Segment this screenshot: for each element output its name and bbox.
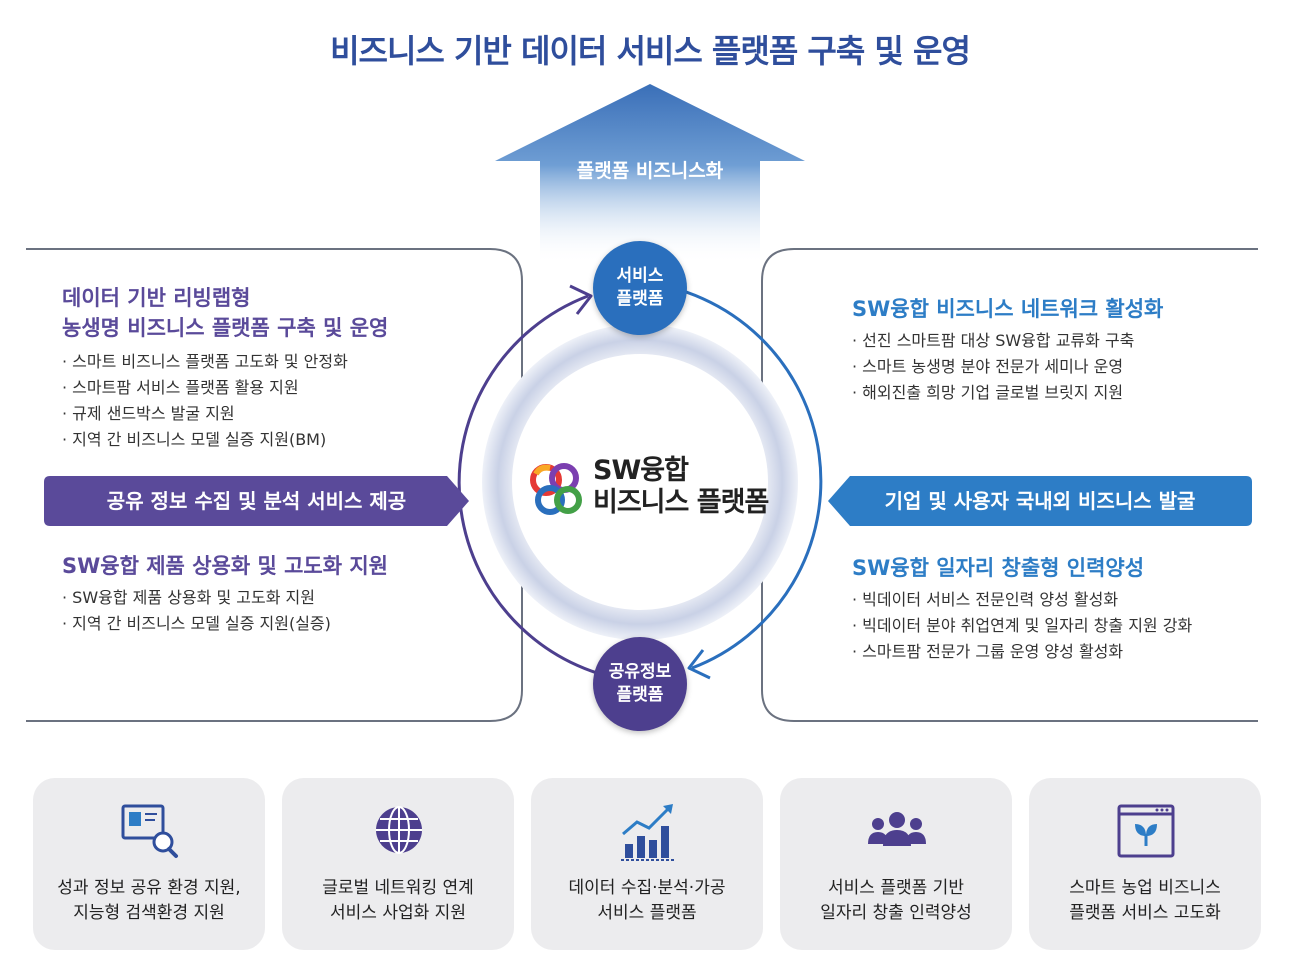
section-title: SW융합 제품 상용화 및 고도화 지원 bbox=[62, 554, 389, 578]
card-label: 데이터 수집·분석·가공 서비스 플랫폼 bbox=[531, 876, 763, 926]
card-label-line2: 서비스 플랫폼 bbox=[597, 903, 697, 923]
page-title: 비즈니스 기반 데이터 서비스 플랫폼 구축 및 운영 bbox=[330, 32, 971, 70]
list-item: 지역 간 비즈니스 모델 실증 지원(BM) bbox=[62, 427, 388, 453]
center-line1: SW융합 bbox=[593, 455, 689, 486]
banner-arrow-shape bbox=[828, 476, 1252, 526]
service-platform-node: 서비스 플랫폼 bbox=[593, 241, 687, 335]
card-label: 스마트 농업 비즈니스 플랫폼 서비스 고도화 bbox=[1029, 876, 1261, 926]
node-label-line2: 플랫폼 bbox=[616, 289, 664, 309]
right-bottom-section: SW융합 일자리 창출형 인력양성 빅데이터 서비스 전문인력 양성 활성화 빅… bbox=[852, 553, 1192, 665]
growth-chart-icon bbox=[621, 804, 675, 861]
document-search-icon bbox=[121, 804, 178, 858]
bullet-list: 선진 스마트팜 대상 SW융합 교류화 구축 스마트 농생명 분야 전문가 세미… bbox=[852, 328, 1163, 406]
card-label-line1: 글로벌 네트워킹 연계 bbox=[322, 878, 474, 898]
card-label: 서비스 플랫폼 기반 일자리 창출 인력양성 bbox=[780, 876, 1012, 926]
card-label-line2: 플랫폼 서비스 고도화 bbox=[1069, 903, 1221, 923]
card-label-line2: 지능형 검색환경 지원 bbox=[73, 903, 225, 923]
left-top-section: 데이터 기반 리빙랩형 농생명 비즈니스 플랫폼 구축 및 운영 스마트 비즈니… bbox=[62, 283, 388, 453]
list-item: 스마트팜 전문가 그룹 운영 양성 활성화 bbox=[852, 639, 1192, 665]
section-title: SW융합 일자리 창출형 인력양성 bbox=[852, 556, 1145, 580]
section-title-line2: 농생명 비즈니스 플랫폼 구축 및 운영 bbox=[62, 316, 389, 340]
section-title-line1: 데이터 기반 리빙랩형 bbox=[62, 286, 251, 310]
bullet-list: 스마트 비즈니스 플랫폼 고도화 및 안정화 스마트팜 서비스 플랫폼 활용 지… bbox=[62, 349, 388, 453]
list-item: 스마트 농생명 분야 전문가 세미나 운영 bbox=[852, 354, 1163, 380]
list-item: 규제 샌드박스 발굴 지원 bbox=[62, 401, 388, 427]
node-label-line1: 공유정보 bbox=[608, 662, 672, 682]
arrow-label: 플랫폼 비즈니스화 bbox=[576, 160, 724, 182]
list-item: 스마트 비즈니스 플랫폼 고도화 및 안정화 bbox=[62, 349, 388, 375]
card-data-platform: 데이터 수집·분석·가공 서비스 플랫폼 bbox=[531, 778, 763, 950]
card-label-line2: 서비스 사업화 지원 bbox=[330, 903, 466, 923]
list-item: 선진 스마트팜 대상 SW융합 교류화 구축 bbox=[852, 328, 1163, 354]
card-label-line2: 일자리 창출 인력양성 bbox=[820, 903, 972, 923]
card-label-line1: 서비스 플랫폼 기반 bbox=[828, 878, 964, 898]
card-performance-info: 성과 정보 공유 환경 지원, 지능형 검색환경 지원 bbox=[33, 778, 265, 950]
bullet-list: SW융합 제품 상용화 및 고도화 지원 지역 간 비즈니스 모델 실증 지원(… bbox=[62, 585, 388, 637]
platform-cycle bbox=[457, 280, 823, 684]
card-global-networking: 글로벌 네트워킹 연계 서비스 사업화 지원 bbox=[282, 778, 514, 950]
card-label: 성과 정보 공유 환경 지원, 지능형 검색환경 지원 bbox=[33, 876, 265, 926]
list-item: 지역 간 비즈니스 모델 실증 지원(실증) bbox=[62, 611, 388, 637]
center-line2: 비즈니스 플랫폼 bbox=[593, 487, 769, 518]
shared-info-platform-node: 공유정보 플랫폼 bbox=[593, 637, 687, 731]
left-bottom-section: SW융합 제품 상용화 및 고도화 지원 SW융합 제품 상용화 및 고도화 지… bbox=[62, 551, 388, 637]
list-item: 스마트팜 서비스 플랫폼 활용 지원 bbox=[62, 375, 388, 401]
card-smart-agri: 스마트 농업 비즈니스 플랫폼 서비스 고도화 bbox=[1029, 778, 1261, 950]
card-label-line1: 스마트 농업 비즈니스 bbox=[1069, 878, 1221, 898]
banner-arrow-shape bbox=[44, 476, 469, 526]
card-label-line1: 성과 정보 공유 환경 지원, bbox=[57, 878, 241, 898]
card-job-creation: 서비스 플랫폼 기반 일자리 창출 인력양성 bbox=[780, 778, 1012, 950]
banner-label: 공유 정보 수집 및 분석 서비스 제공 bbox=[106, 489, 407, 513]
node-label-line1: 서비스 bbox=[616, 266, 664, 286]
list-item: 빅데이터 서비스 전문인력 양성 활성화 bbox=[852, 587, 1192, 613]
people-group-icon bbox=[868, 812, 926, 846]
section-title: SW융합 비즈니스 네트워크 활성화 bbox=[852, 297, 1164, 321]
right-banner: 기업 및 사용자 국내외 비즈니스 발굴 bbox=[828, 476, 1252, 526]
globe-icon bbox=[376, 806, 422, 854]
node-label-line2: 플랫폼 bbox=[616, 685, 664, 705]
banner-label: 기업 및 사용자 국내외 비즈니스 발굴 bbox=[884, 489, 1196, 513]
card-label: 글로벌 네트워킹 연계 서비스 사업화 지원 bbox=[282, 876, 514, 926]
list-item: 빅데이터 분야 취업연계 및 일자리 창출 지원 강화 bbox=[852, 613, 1192, 639]
left-banner: 공유 정보 수집 및 분석 서비스 제공 bbox=[44, 476, 469, 526]
right-top-section: SW융합 비즈니스 네트워크 활성화 선진 스마트팜 대상 SW융합 교류화 구… bbox=[852, 294, 1163, 406]
bullet-list: 빅데이터 서비스 전문인력 양성 활성화 빅데이터 분야 취업연계 및 일자리 … bbox=[852, 587, 1192, 665]
plant-window-icon bbox=[1117, 804, 1175, 858]
logo-icon bbox=[530, 463, 582, 515]
list-item: SW융합 제품 상용화 및 고도화 지원 bbox=[62, 585, 388, 611]
center-logo-text: SW융합 비즈니스 플랫폼 bbox=[593, 455, 769, 519]
up-arrow-icon bbox=[495, 84, 805, 264]
card-label-line1: 데이터 수집·분석·가공 bbox=[568, 878, 726, 898]
list-item: 해외진출 희망 기업 글로벌 브릿지 지원 bbox=[852, 380, 1163, 406]
